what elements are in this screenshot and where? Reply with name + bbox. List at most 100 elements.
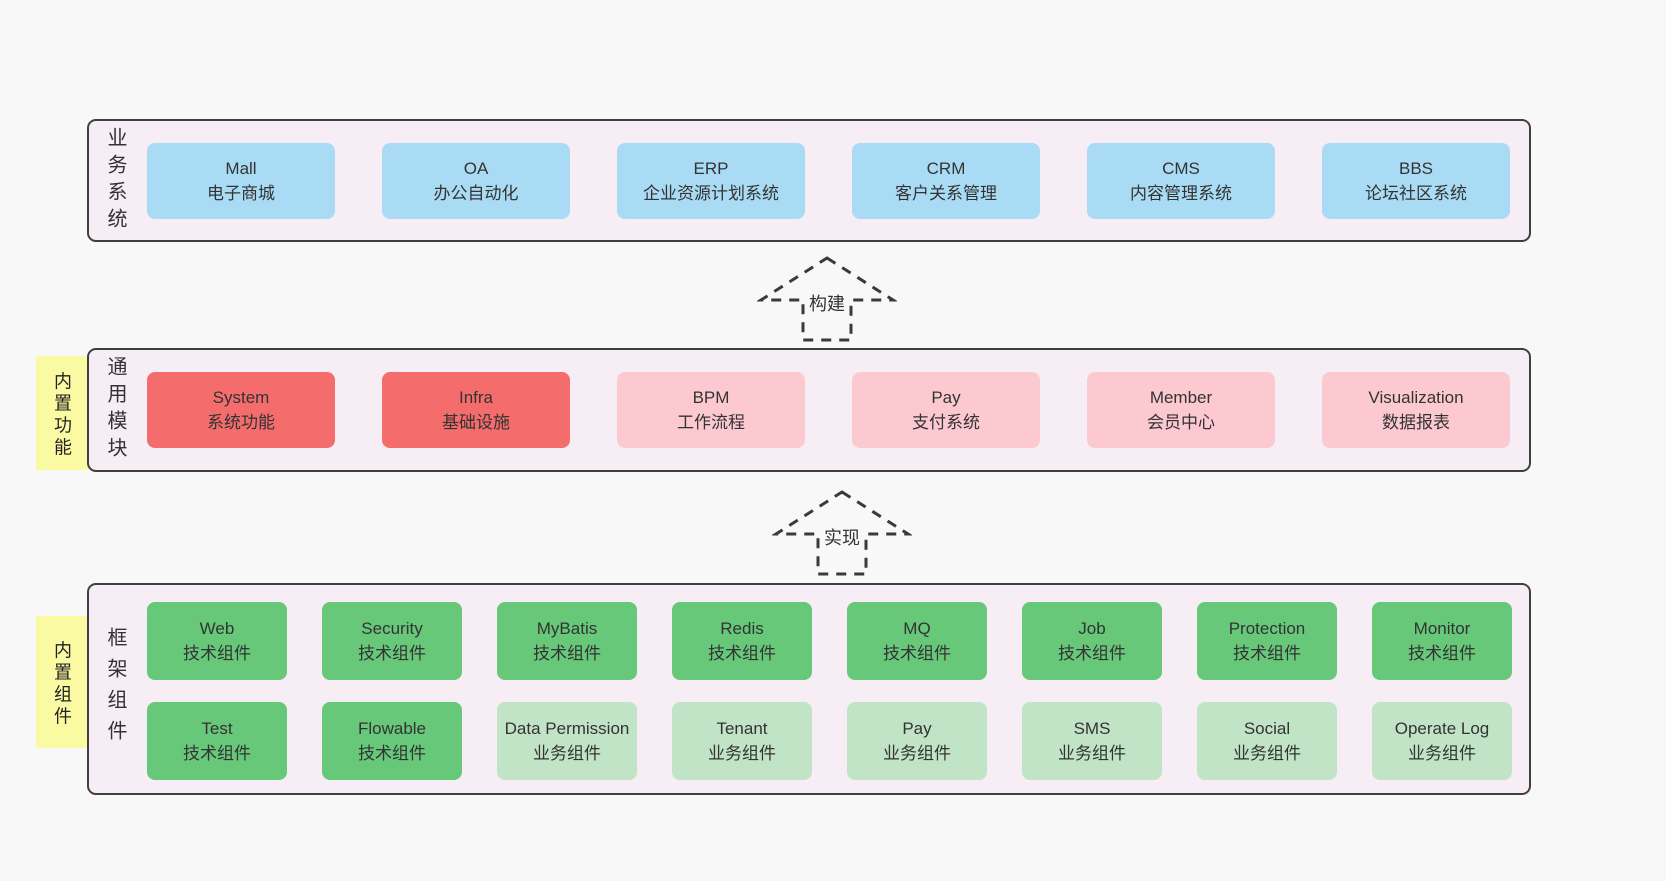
box-subtitle: 技术组件: [883, 644, 951, 663]
box-bbs: BBS 论坛社区系统: [1322, 142, 1510, 219]
box-oa: OA 办公自动化: [382, 142, 570, 219]
box-system: System 系统功能: [147, 372, 335, 448]
box-subtitle: 技术组件: [708, 644, 776, 663]
box-title: Visualization: [1368, 388, 1464, 407]
box-cms: CMS 内容管理系统: [1087, 142, 1275, 219]
box-title: Social: [1243, 719, 1291, 738]
box-subtitle: 技术组件: [533, 644, 601, 663]
box-redis: Redis 技术组件: [672, 602, 812, 680]
box-subtitle: 技术组件: [358, 644, 426, 663]
band-business-systems: 业务系统 Mall 电子商城 OA 办公自动化 ERP 企业资源计划系统 CRM…: [87, 119, 1531, 242]
box-monitor: Monitor 技术组件: [1372, 602, 1512, 680]
note-label: 内置组件: [52, 640, 72, 729]
box-title: Flowable: [357, 719, 427, 738]
box-pay-module: Pay 支付系统: [852, 372, 1040, 448]
box-title: ERP: [693, 158, 729, 178]
box-sms: SMS 业务组件: [1022, 702, 1162, 780]
box-title: Data Permission: [504, 719, 630, 738]
box-erp: ERP 企业资源计划系统: [617, 142, 805, 219]
box-title: MyBatis: [536, 619, 598, 638]
note-built-in-functions: 内置功能: [36, 356, 110, 470]
box-title: SMS: [1073, 719, 1111, 738]
common-modules-row: System 系统功能 Infra 基础设施 BPM 工作流程 Pay 支付系统…: [147, 372, 1529, 448]
box-subtitle: 业务组件: [533, 744, 601, 763]
box-title: Redis: [720, 619, 764, 638]
box-subtitle: 技术组件: [183, 744, 251, 763]
box-job: Job 技术组件: [1022, 602, 1162, 680]
band-label-common-modules: 通用模块: [104, 356, 126, 464]
box-title: OA: [463, 158, 489, 178]
box-title: Security: [361, 619, 423, 638]
box-title: Infra: [458, 388, 494, 407]
box-subtitle: 技术组件: [183, 644, 251, 663]
box-web: Web 技术组件: [147, 602, 287, 680]
box-title: Pay: [902, 719, 932, 738]
implement-arrow-label: 实现: [820, 524, 864, 550]
box-title: Job: [1078, 619, 1106, 638]
box-tenant: Tenant 业务组件: [672, 702, 812, 780]
box-pay-component: Pay 业务组件: [847, 702, 987, 780]
box-subtitle: 业务组件: [708, 744, 776, 763]
business-systems-row: Mall 电子商城 OA 办公自动化 ERP 企业资源计划系统 CRM 客户关系…: [147, 142, 1529, 219]
box-subtitle: 系统功能: [207, 413, 275, 432]
box-subtitle: 办公自动化: [433, 183, 519, 203]
box-subtitle: 技术组件: [1408, 644, 1476, 663]
box-mq: MQ 技术组件: [847, 602, 987, 680]
band-label-business-systems: 业务系统: [104, 126, 126, 235]
box-subtitle: 会员中心: [1147, 413, 1215, 432]
box-title: BBS: [1398, 158, 1434, 178]
note-label: 内置功能: [52, 371, 72, 460]
box-subtitle: 数据报表: [1382, 413, 1450, 432]
box-flowable: Flowable 技术组件: [322, 702, 462, 780]
box-visualization: Visualization 数据报表: [1322, 372, 1510, 448]
box-subtitle: 企业资源计划系统: [643, 183, 779, 203]
box-subtitle: 内容管理系统: [1130, 183, 1232, 203]
box-subtitle: 业务组件: [883, 744, 951, 763]
box-title: Mall: [225, 158, 257, 178]
box-subtitle: 技术组件: [358, 744, 426, 763]
box-title: Test: [201, 719, 233, 738]
band-framework-components: 框架组件 Web 技术组件 Security 技术组件 MyBatis 技术组件…: [87, 583, 1531, 795]
framework-components-row-2: Test 技术组件 Flowable 技术组件 Data Permission …: [147, 702, 1529, 780]
box-subtitle: 基础设施: [442, 413, 510, 432]
box-subtitle: 工作流程: [677, 413, 745, 432]
box-title: Web: [199, 619, 235, 638]
box-member: Member 会员中心: [1087, 372, 1275, 448]
band-common-modules: 通用模块 System 系统功能 Infra 基础设施 BPM 工作流程 Pay…: [87, 348, 1531, 472]
box-subtitle: 技术组件: [1058, 644, 1126, 663]
box-title: Pay: [931, 388, 961, 407]
box-mybatis: MyBatis 技术组件: [497, 602, 637, 680]
band-label-framework-components: 框架组件: [104, 627, 126, 751]
box-test: Test 技术组件: [147, 702, 287, 780]
box-subtitle: 论坛社区系统: [1365, 183, 1467, 203]
box-infra: Infra 基础设施: [382, 372, 570, 448]
box-title: MQ: [903, 619, 931, 638]
build-arrow: 构建: [757, 255, 897, 343]
implement-arrow: 实现: [772, 489, 912, 577]
box-title: Protection: [1228, 619, 1306, 638]
box-data-permission: Data Permission 业务组件: [497, 702, 637, 780]
box-security: Security 技术组件: [322, 602, 462, 680]
box-title: BPM: [692, 388, 730, 407]
box-subtitle: 客户关系管理: [895, 183, 997, 203]
box-subtitle: 技术组件: [1233, 644, 1301, 663]
box-bpm: BPM 工作流程: [617, 372, 805, 448]
box-title: Tenant: [716, 719, 768, 738]
box-title: Monitor: [1413, 619, 1471, 638]
box-subtitle: 支付系统: [912, 413, 980, 432]
note-built-in-components: 内置组件: [36, 616, 110, 748]
build-arrow-label: 构建: [805, 290, 849, 316]
framework-components-row-1: Web 技术组件 Security 技术组件 MyBatis 技术组件 Redi…: [147, 602, 1529, 680]
box-title: Member: [1149, 388, 1213, 407]
box-operate-log: Operate Log 业务组件: [1372, 702, 1512, 780]
box-subtitle: 业务组件: [1058, 744, 1126, 763]
box-protection: Protection 技术组件: [1197, 602, 1337, 680]
box-crm: CRM 客户关系管理: [852, 142, 1040, 219]
box-title: CRM: [926, 158, 966, 178]
box-subtitle: 电子商城: [207, 183, 275, 203]
box-title: Operate Log: [1394, 719, 1490, 738]
box-title: System: [212, 388, 270, 407]
box-title: CMS: [1162, 158, 1200, 178]
box-social: Social 业务组件: [1197, 702, 1337, 780]
box-subtitle: 业务组件: [1233, 744, 1301, 763]
